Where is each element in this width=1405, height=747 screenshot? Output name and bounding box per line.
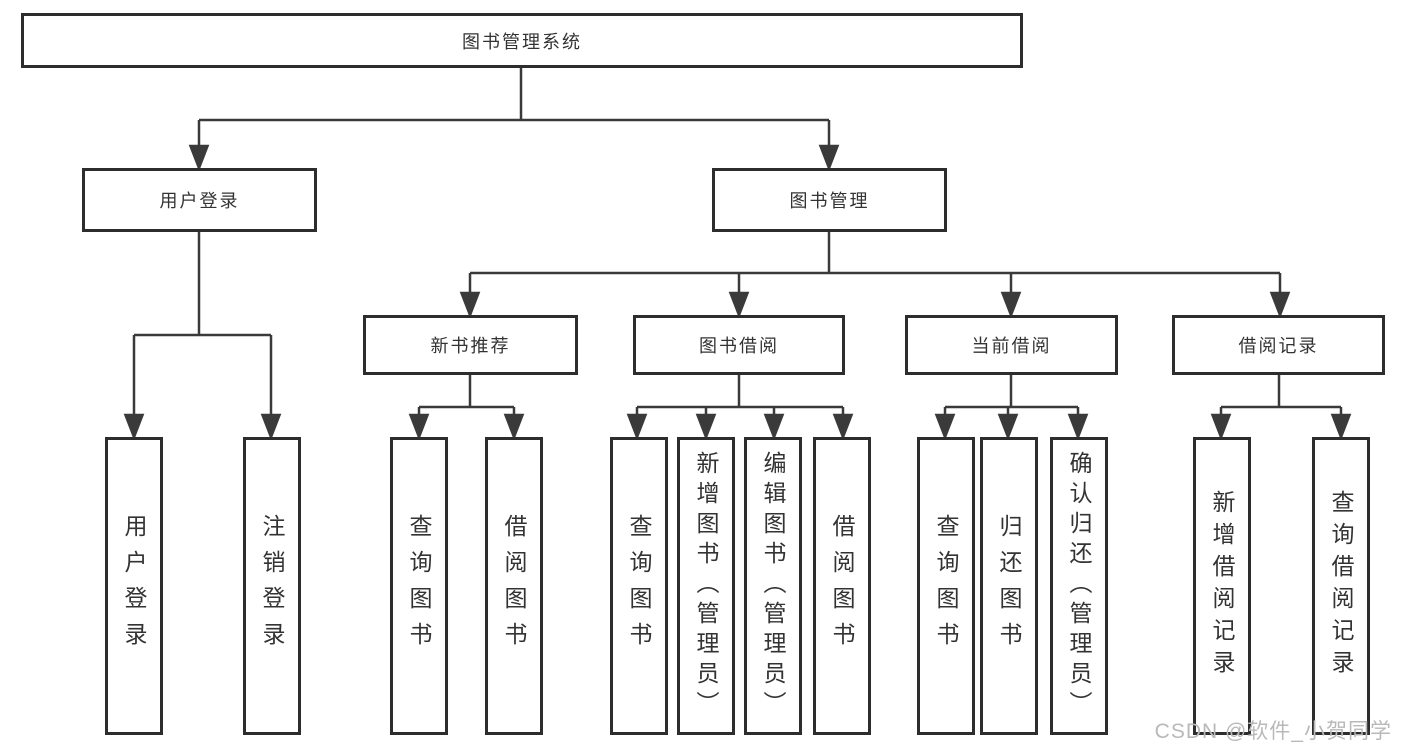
leaf-query-books-under-current: 查询图书 [917, 437, 975, 735]
edges-current-borrowing-to-leaves [934, 375, 1089, 441]
edges-book-borrowing-to-leaves [626, 375, 854, 441]
leaf-logout: 注销登录 [243, 437, 301, 735]
node-borrowing-records: 借阅记录 [1172, 315, 1385, 375]
node-book-borrowing: 图书借阅 [633, 315, 845, 375]
node-book-management: 图书管理 [712, 168, 947, 232]
leaf-borrow-books-under-borrowing: 借阅图书 [813, 437, 871, 735]
node-library-management-system: 图书管理系统 [21, 13, 1023, 68]
leaf-confirm-return-admin: 确认归还（管理员） [1050, 437, 1108, 735]
edges-root-to-level2 [188, 68, 840, 172]
node-new-book-recommendation: 新书推荐 [363, 315, 578, 375]
leaf-query-books-under-recommend: 查询图书 [390, 437, 448, 735]
leaf-user-login: 用户登录 [105, 437, 163, 735]
leaf-query-books-under-borrowing: 查询图书 [610, 437, 668, 735]
watermark: CSDN @软件_小贺同学 [1154, 720, 1392, 743]
edges-new-book-recommendation-to-leaves [408, 375, 525, 441]
leaf-add-borrow-record: 新增借阅记录 [1193, 437, 1251, 735]
leaf-borrow-books-under-recommend: 借阅图书 [485, 437, 543, 735]
leaf-add-books-admin: 新增图书（管理员） [677, 437, 735, 735]
leaf-return-books: 归还图书 [980, 437, 1038, 735]
edges-borrowing-records-to-leaves [1210, 375, 1352, 441]
edges-book-management-to-level3 [459, 232, 1291, 319]
leaf-edit-books-admin: 编辑图书（管理员） [744, 437, 802, 735]
edges-user-login-to-leaves [123, 232, 282, 441]
leaf-query-borrow-record: 查询借阅记录 [1312, 437, 1370, 735]
node-user-login: 用户登录 [82, 168, 317, 232]
node-current-borrowing: 当前借阅 [905, 315, 1118, 375]
